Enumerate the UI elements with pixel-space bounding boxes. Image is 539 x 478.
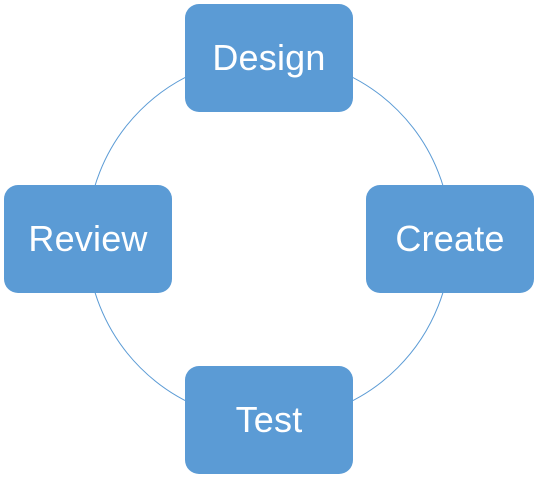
- cycle-node-test: Test: [185, 366, 353, 474]
- cycle-node-label: Design: [212, 37, 326, 78]
- cycle-node-label: Test: [235, 399, 303, 440]
- cycle-node-create: Create: [366, 185, 534, 293]
- cycle-node-review: Review: [4, 185, 172, 293]
- cycle-node-label: Create: [395, 218, 505, 259]
- cycle-node-design: Design: [185, 4, 353, 112]
- cycle-node-label: Review: [28, 218, 148, 259]
